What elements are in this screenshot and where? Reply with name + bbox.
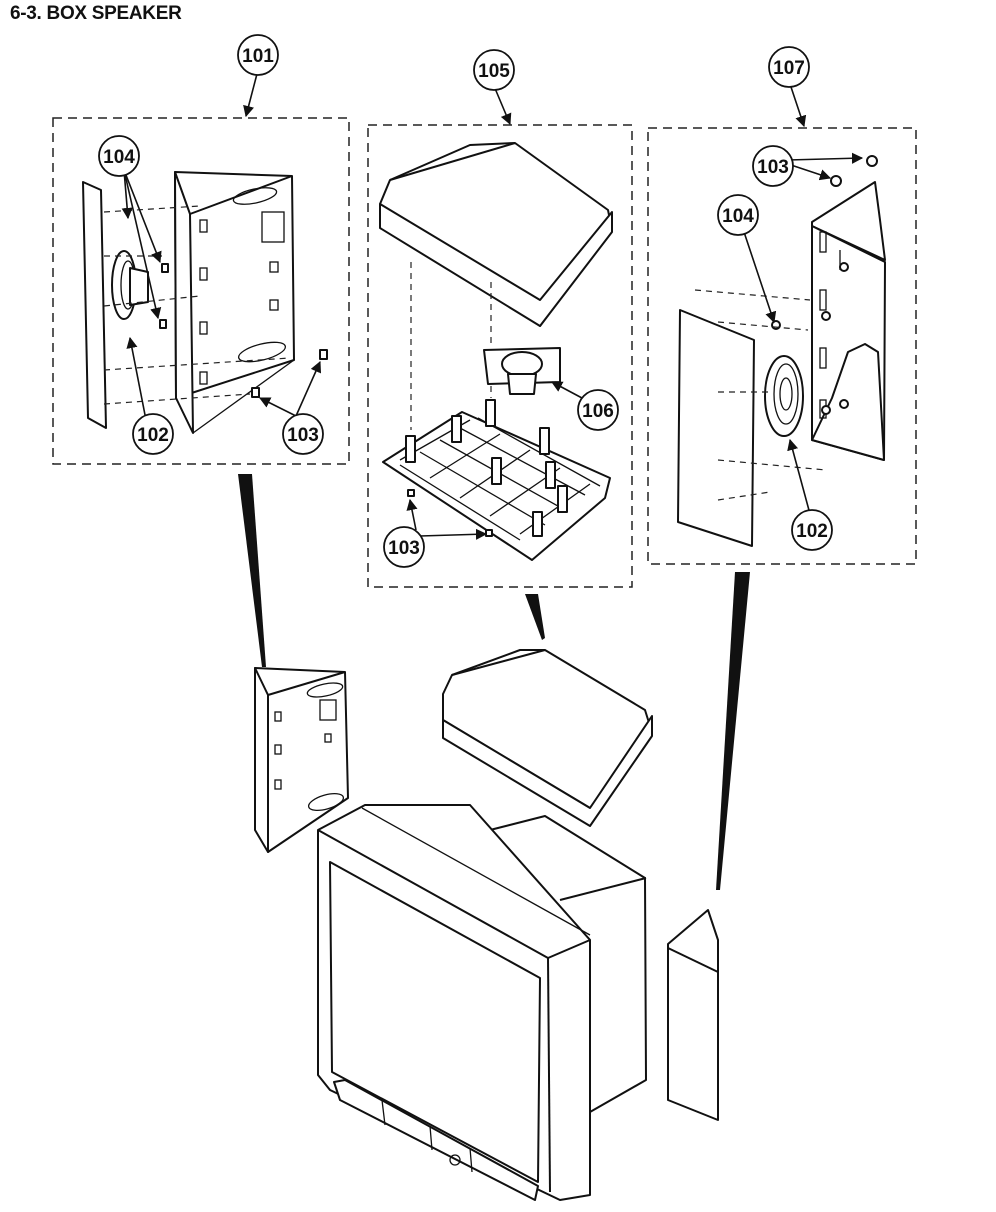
svg-text:102: 102 <box>796 521 828 542</box>
left-speaker-exploded <box>83 172 327 433</box>
svg-text:104: 104 <box>103 147 135 168</box>
svg-text:103: 103 <box>388 538 420 559</box>
connector-center <box>525 594 545 640</box>
callout-102-right: 102 <box>792 510 832 550</box>
callout-107: 107 <box>769 47 809 87</box>
svg-text:103: 103 <box>757 157 789 178</box>
connector-right <box>716 572 750 890</box>
center-speaker-exploded <box>380 143 612 560</box>
callout-102-left: 102 <box>133 414 173 454</box>
callout-104-right: 104 <box>718 195 758 235</box>
svg-text:101: 101 <box>242 46 274 67</box>
right-speaker-exploded <box>678 156 885 546</box>
svg-text:102: 102 <box>137 425 169 446</box>
svg-text:105: 105 <box>478 61 510 82</box>
callout-103-left: 103 <box>283 414 323 454</box>
assembled-view <box>255 650 718 1200</box>
svg-text:106: 106 <box>582 401 614 422</box>
callout-103-center: 103 <box>384 527 424 567</box>
svg-text:107: 107 <box>773 58 805 79</box>
svg-text:104: 104 <box>722 206 754 227</box>
svg-text:103: 103 <box>287 425 319 446</box>
callout-106: 106 <box>578 390 618 430</box>
connector-left <box>238 474 266 667</box>
callout-101: 101 <box>238 35 278 75</box>
callout-104-left: 104 <box>99 136 139 176</box>
callout-103-right: 103 <box>753 146 793 186</box>
callout-105: 105 <box>474 50 514 90</box>
